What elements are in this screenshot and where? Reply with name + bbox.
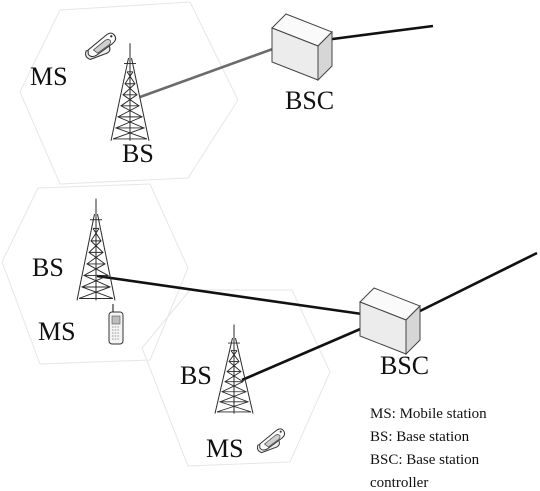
legend-line-bsc: BSC: Base station [370, 452, 480, 468]
low-bs-tower-icon [214, 324, 254, 415]
top-bs-tower-icon [110, 42, 150, 142]
link-top-bs-to-bsc [139, 40, 293, 99]
top-bsc-box-icon [271, 13, 333, 81]
top-bsc-label: BSC [285, 86, 334, 115]
top-bs-label: BS [122, 139, 154, 168]
top-ms-phone-icon [85, 32, 117, 60]
low-ms-phone-icon [256, 428, 286, 454]
link-bottom-bsc-uplink [417, 251, 538, 314]
bottom-bsc-box-icon [359, 287, 421, 355]
mid-bs-label: BS [32, 253, 64, 282]
link-mid-bs-to-bsc [96, 274, 377, 318]
mid-ms-label: MS [38, 317, 76, 346]
low-bs-label: BS [180, 361, 212, 390]
legend-line-bsc-cont: controller [370, 475, 428, 491]
link-top-bsc-uplink [324, 24, 434, 42]
legend: MS: Mobile station BS: Base station BSC:… [370, 406, 487, 491]
bottom-bsc-label: BSC [380, 351, 429, 380]
top-ms-label: MS [30, 62, 68, 91]
legend-line-bs: BS: Base station [370, 429, 470, 445]
cell-outline-left [1, 183, 189, 365]
links [96, 24, 538, 382]
legend-line-ms: MS: Mobile station [370, 406, 487, 422]
low-ms-label: MS [206, 434, 244, 463]
mid-ms-phone-icon [108, 303, 124, 345]
cell-outline-top [19, 1, 239, 185]
link-low-bs-to-bsc [241, 322, 373, 382]
mid-bs-tower-icon [76, 198, 116, 301]
